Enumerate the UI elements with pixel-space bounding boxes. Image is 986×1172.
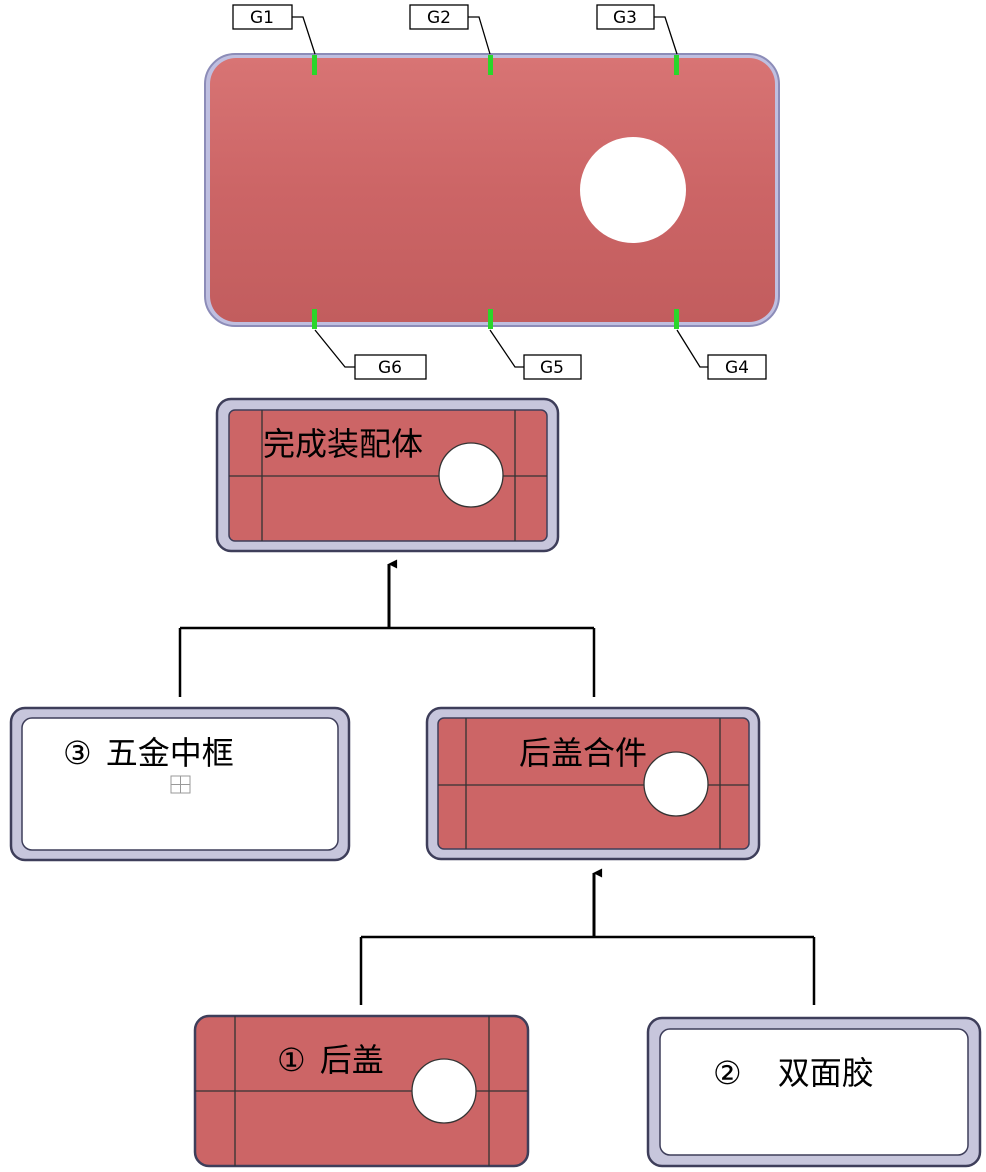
tag-g4: G4 xyxy=(707,354,767,380)
tag-g2: G2 xyxy=(409,4,469,30)
tag-g1: G1 xyxy=(232,4,293,30)
marker-g6 xyxy=(312,309,317,329)
node-complete-assembly: 完成装配体 xyxy=(215,397,560,553)
small-grid-icon xyxy=(170,775,191,794)
node-back-cover-assembly: 后盖合件 xyxy=(425,706,761,861)
leader-g5 xyxy=(489,329,524,368)
complete-assembly-label: 完成装配体 xyxy=(263,425,423,463)
back-cover-number: ① xyxy=(277,1041,306,1079)
marker-g1 xyxy=(312,55,317,75)
tag-g6: G6 xyxy=(354,354,427,380)
middle-frame-name: 五金中框 xyxy=(106,734,234,772)
marker-g5 xyxy=(488,309,493,329)
top-part-group: G1 G2 G3 G6 G5 G4 xyxy=(204,4,780,380)
double-sided-tape-name: 双面胶 xyxy=(778,1054,874,1092)
tag-g3: G3 xyxy=(596,4,655,30)
leader-g3 xyxy=(654,16,678,55)
connector-upper xyxy=(178,559,596,697)
tag-g1-label: G1 xyxy=(250,8,274,28)
marker-g2 xyxy=(488,55,493,75)
back-cover-assembly-hole xyxy=(643,751,709,817)
tag-g2-label: G2 xyxy=(427,8,451,28)
tag-g5-label: G5 xyxy=(540,358,564,378)
node-back-cover: ① 后盖 xyxy=(193,1014,530,1168)
back-cover-hole xyxy=(411,1058,477,1124)
tag-g3-label: G3 xyxy=(613,8,637,28)
back-cover-label: ① 后盖 xyxy=(277,1041,384,1079)
tag-g6-label: G6 xyxy=(378,358,402,378)
marker-g4 xyxy=(674,309,679,329)
marker-g3 xyxy=(674,55,679,75)
connector-lower xyxy=(359,868,816,1005)
top-part-body xyxy=(210,58,775,322)
node-middle-frame: ③ 五金中框 xyxy=(9,706,351,862)
node-double-sided-tape: ② 双面胶 xyxy=(646,1016,982,1168)
double-sided-tape-number: ② xyxy=(713,1054,742,1092)
leader-g4 xyxy=(676,329,708,368)
tag-g4-label: G4 xyxy=(725,358,749,378)
middle-frame-label: ③ 五金中框 xyxy=(63,734,234,772)
leader-g2 xyxy=(468,16,491,55)
leader-g6 xyxy=(314,329,355,368)
complete-assembly-hole xyxy=(438,442,504,508)
middle-frame-number: ③ xyxy=(63,734,92,772)
top-part-camera-hole xyxy=(580,137,686,243)
back-cover-assembly-label: 后盖合件 xyxy=(519,734,647,772)
double-sided-tape-label: ② 双面胶 xyxy=(713,1054,874,1092)
leader-g1 xyxy=(292,16,316,55)
tag-g5: G5 xyxy=(523,354,582,380)
back-cover-name: 后盖 xyxy=(320,1041,384,1079)
